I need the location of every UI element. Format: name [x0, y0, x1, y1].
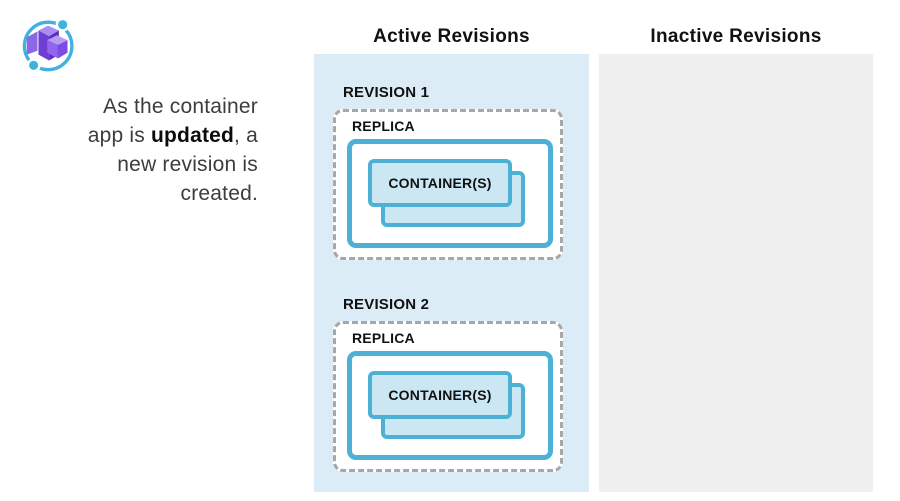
active-revisions-panel: REVISION 1 REPLICA CONTAINER(S) REVISION… [314, 54, 589, 492]
intro-line-3: new revision is [117, 153, 258, 176]
replica-inner-box: CONTAINER(S) [347, 139, 553, 248]
replica-box: REPLICA CONTAINER(S) [333, 109, 563, 260]
revision-group-1: REVISION 1 REPLICA CONTAINER(S) [333, 84, 563, 260]
revision-label: REVISION 2 [343, 296, 430, 313]
active-revisions-title: Active Revisions [373, 26, 530, 47]
container-label: CONTAINER(S) [388, 175, 492, 191]
intro-bold-word: updated [150, 124, 235, 147]
container-label: CONTAINER(S) [388, 387, 492, 403]
revision-label: REVISION 1 [343, 84, 430, 101]
intro-line-2: app is updated, a [87, 124, 258, 147]
azure-container-apps-icon [22, 17, 74, 73]
container-front: CONTAINER(S) [368, 371, 512, 419]
replica-box: REPLICA CONTAINER(S) [333, 321, 563, 472]
replica-label: REPLICA [352, 118, 415, 134]
inactive-revisions-title: Inactive Revisions [650, 26, 822, 47]
revision-group-2: REVISION 2 REPLICA CONTAINER(S) [333, 296, 563, 472]
replica-inner-box: CONTAINER(S) [347, 351, 553, 460]
intro-text: As the container app is updated, a new r… [18, 92, 258, 208]
intro-line-4: created. [180, 182, 258, 205]
inactive-revisions-panel [599, 54, 873, 492]
container-front: CONTAINER(S) [368, 159, 512, 207]
replica-label: REPLICA [352, 330, 415, 346]
intro-line-1: As the container [103, 95, 258, 118]
